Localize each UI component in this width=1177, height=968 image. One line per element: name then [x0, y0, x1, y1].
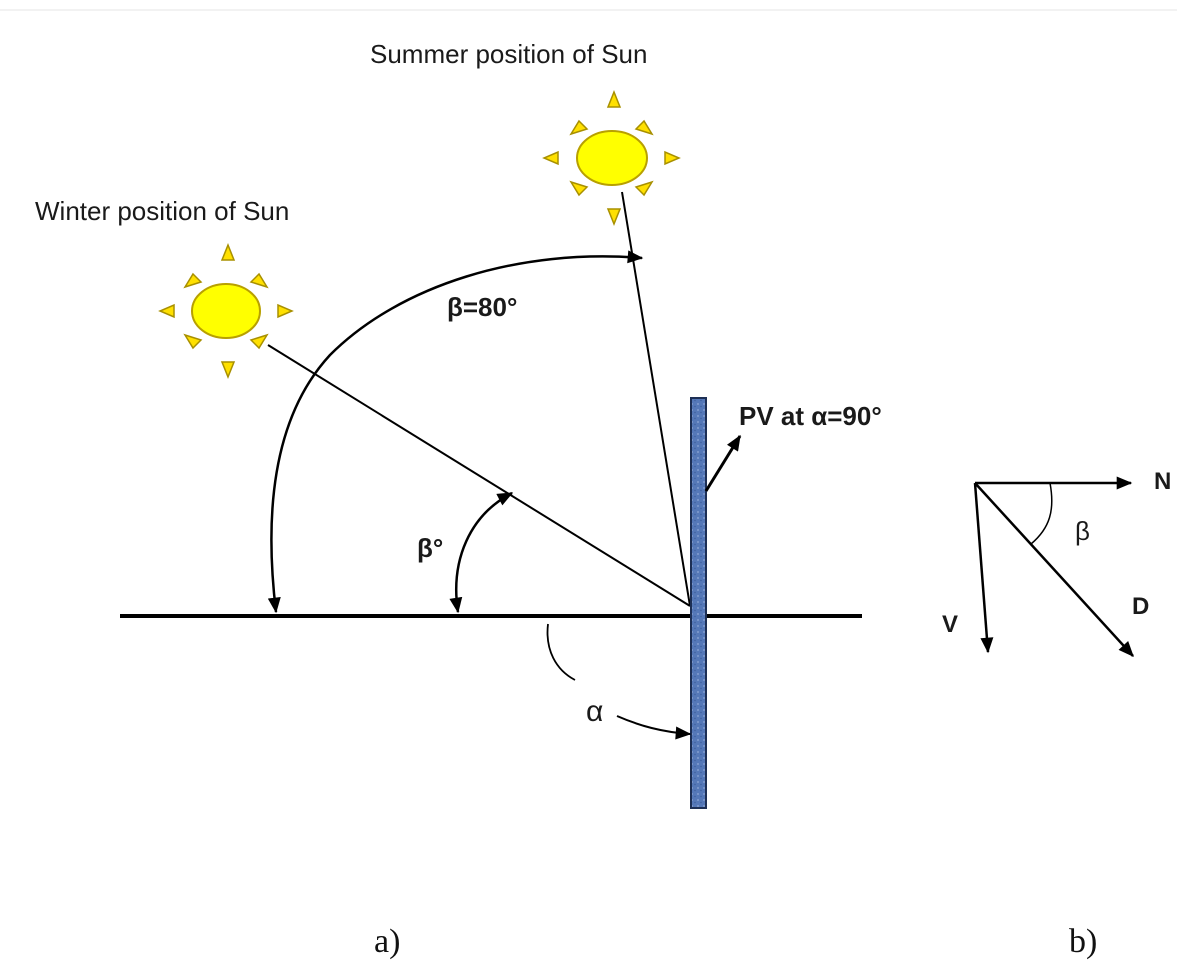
d-vector-arrow [974, 482, 1134, 657]
direction-vector-diagram [973, 476, 1134, 657]
caption-b: b) [1069, 923, 1097, 960]
pv-label: PV at α=90° [739, 401, 882, 431]
summer-sun-icon [542, 89, 681, 227]
summer-position-label: Summer position of Sun [370, 39, 647, 69]
pv-normal-arrow [704, 434, 742, 492]
v-vector-arrow [973, 482, 994, 654]
beta-label: β° [417, 533, 443, 563]
n-label: N [1154, 468, 1171, 495]
v-label: V [942, 611, 958, 638]
d-label: D [1132, 593, 1149, 620]
beta-80-label: β=80° [447, 292, 517, 322]
winter-position-label: Winter position of Sun [35, 196, 289, 226]
beta-80-arc [267, 250, 644, 614]
alpha-pointer-arrow [616, 715, 692, 740]
alpha-angle-arc [546, 623, 576, 681]
caption-a: a) [374, 923, 400, 960]
winter-sun-ray [267, 344, 691, 607]
beta-arc [449, 491, 514, 614]
summer-sun-ray [621, 191, 691, 607]
pv-panel [690, 397, 707, 809]
beta-angle-arc-b [1030, 482, 1053, 545]
alpha-label: α [586, 695, 603, 728]
winter-sun-icon [158, 242, 294, 380]
beta-label-b: β [1075, 516, 1090, 546]
